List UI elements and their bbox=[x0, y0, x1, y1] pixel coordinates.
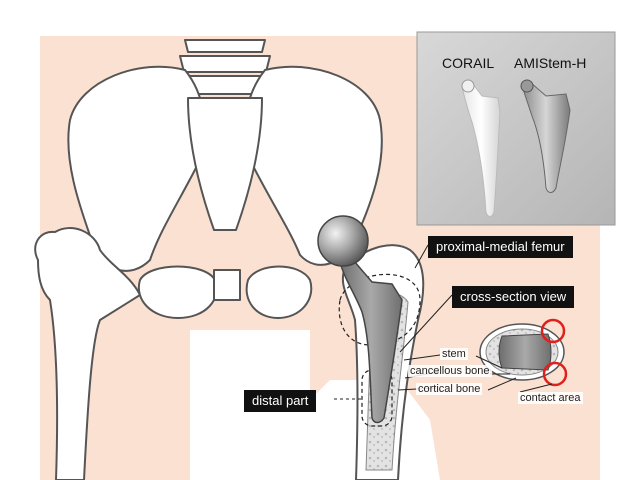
cross-section-view-label: cross-section view bbox=[452, 286, 575, 308]
hip-implant bbox=[317, 215, 403, 424]
stem-inset-panel bbox=[416, 31, 616, 226]
pelvis bbox=[34, 39, 383, 480]
amistem-stem-image bbox=[521, 81, 571, 193]
cortical-bone-label: cortical bone bbox=[416, 383, 483, 395]
contact-area-label: contact area bbox=[518, 392, 583, 404]
contact-marker-top bbox=[540, 318, 566, 344]
cross-section bbox=[479, 318, 568, 387]
proximal-medial-femur-label: proximal-medial femur bbox=[428, 236, 573, 258]
distal-part-label: distal part bbox=[244, 390, 317, 412]
contact-marker-bottom bbox=[542, 361, 568, 387]
femoral-head bbox=[317, 215, 369, 267]
amistem-title: AMIStem-H bbox=[514, 55, 587, 71]
stem-label: stem bbox=[440, 348, 468, 360]
corail-stem-image bbox=[461, 79, 501, 217]
cancellous-bone-label: cancellous bone bbox=[408, 365, 492, 377]
corail-title: CORAIL bbox=[442, 55, 495, 71]
